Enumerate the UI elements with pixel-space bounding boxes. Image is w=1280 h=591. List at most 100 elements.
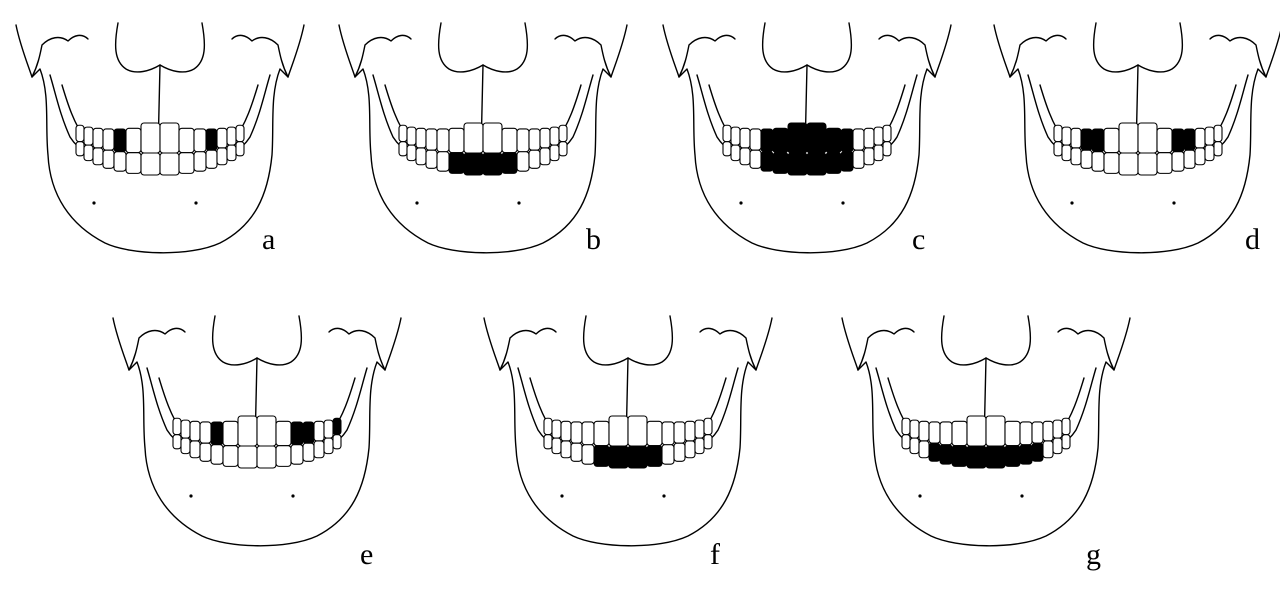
upper-tooth (256, 415, 277, 447)
lower-tooth (256, 445, 277, 469)
upper-tooth (1118, 122, 1139, 154)
lower-tooth (92, 147, 104, 166)
lower-tooth (1052, 437, 1063, 455)
upper-tooth (140, 122, 161, 154)
upper-tooth (549, 126, 560, 146)
left-foramen-dot (194, 201, 198, 205)
right-foramen-dot (189, 494, 193, 498)
lower-tooth (1204, 144, 1215, 162)
lower-tooth (436, 151, 450, 172)
lower-tooth (661, 444, 675, 465)
lower-tooth (863, 147, 875, 166)
panel-f: f (478, 298, 778, 588)
lower-tooth (528, 149, 541, 169)
upper-tooth (882, 124, 892, 143)
upper-tooth (92, 127, 104, 149)
upper-tooth (730, 126, 741, 146)
upper-tooth (1004, 420, 1021, 447)
lower-tooth (113, 151, 127, 172)
upper-tooth (199, 421, 212, 444)
right-foramen-dot (918, 494, 922, 498)
lower-tooth (235, 141, 245, 157)
upper-tooth (608, 415, 629, 447)
panel-label-b: b (586, 223, 601, 256)
lower-tooth (1070, 147, 1082, 166)
lower-tooth (1156, 152, 1173, 174)
upper-tooth (216, 127, 228, 149)
upper-tooth (1103, 127, 1120, 154)
upper-tooth (180, 419, 191, 439)
upper-tooth (661, 421, 675, 446)
upper-tooth (966, 415, 987, 447)
lower-tooth (516, 151, 530, 172)
lower-tooth (739, 147, 751, 166)
panel-a: a (10, 5, 310, 295)
upper-tooth (1061, 417, 1071, 436)
jaw-drawing-e (112, 315, 402, 547)
upper-tooth (749, 128, 762, 151)
upper-tooth (627, 415, 648, 447)
lower-tooth (558, 141, 568, 157)
missing-lower-tooth (840, 151, 854, 172)
upper-tooth (694, 419, 705, 439)
missing-lower-tooth (928, 442, 941, 462)
panel-label-e: e (360, 538, 374, 571)
lower-tooth (873, 144, 884, 162)
upper-tooth (901, 417, 911, 436)
panel-c: c (657, 5, 957, 295)
missing-lower-tooth (1031, 442, 1044, 462)
panel-g: g (836, 298, 1136, 588)
missing-lower-tooth (772, 152, 789, 174)
lower-tooth (140, 152, 161, 176)
upper-tooth (275, 420, 292, 447)
lower-tooth (1171, 151, 1185, 172)
lower-tooth (332, 434, 342, 450)
lower-tooth (901, 434, 911, 450)
missing-lower-tooth (627, 445, 648, 469)
left-zygoma (554, 34, 612, 78)
lower-tooth (205, 149, 218, 169)
upper-tooth (436, 128, 450, 153)
lower-tooth (1103, 152, 1120, 174)
missing-upper-tooth (806, 122, 827, 154)
right-zygoma (499, 327, 557, 371)
lower-tooth (694, 437, 705, 455)
face-outline (662, 24, 952, 254)
upper-tooth (1019, 421, 1033, 446)
lower-tooth (425, 149, 438, 169)
missing-lower-tooth (646, 445, 663, 467)
missing-upper-tooth (332, 417, 342, 436)
jaw-drawing-d (993, 22, 1280, 254)
lower-tooth (673, 442, 686, 462)
lower-tooth (543, 434, 553, 450)
upper-tooth (558, 124, 568, 143)
right-foramen-dot (92, 201, 96, 205)
jaw-drawing-c (662, 22, 952, 254)
missing-lower-tooth (448, 152, 465, 174)
lower-tooth (216, 147, 228, 166)
lower-tooth (852, 149, 865, 169)
upper-tooth (406, 126, 417, 146)
lower-tooth (193, 151, 207, 172)
upper-tooth (684, 420, 696, 442)
right-foramen-dot (1070, 201, 1074, 205)
left-zygoma (328, 327, 386, 371)
lower-tooth (703, 434, 713, 450)
right-foramen-dot (415, 201, 419, 205)
missing-lower-tooth (825, 152, 842, 174)
lower-tooth (1118, 152, 1139, 176)
panel-label-g: g (1086, 538, 1101, 571)
lower-tooth (1061, 434, 1071, 450)
lower-tooth (172, 434, 182, 450)
missing-lower-tooth (966, 445, 987, 469)
upper-tooth (463, 122, 484, 154)
missing-upper-tooth (113, 128, 127, 153)
panel-label-c: c (912, 223, 926, 256)
upper-tooth (560, 420, 572, 442)
right-zygoma (678, 34, 736, 78)
missing-upper-tooth (787, 122, 808, 154)
upper-tooth (237, 415, 258, 447)
missing-lower-tooth (951, 445, 968, 467)
upper-tooth (939, 421, 953, 446)
upper-tooth (852, 128, 865, 151)
